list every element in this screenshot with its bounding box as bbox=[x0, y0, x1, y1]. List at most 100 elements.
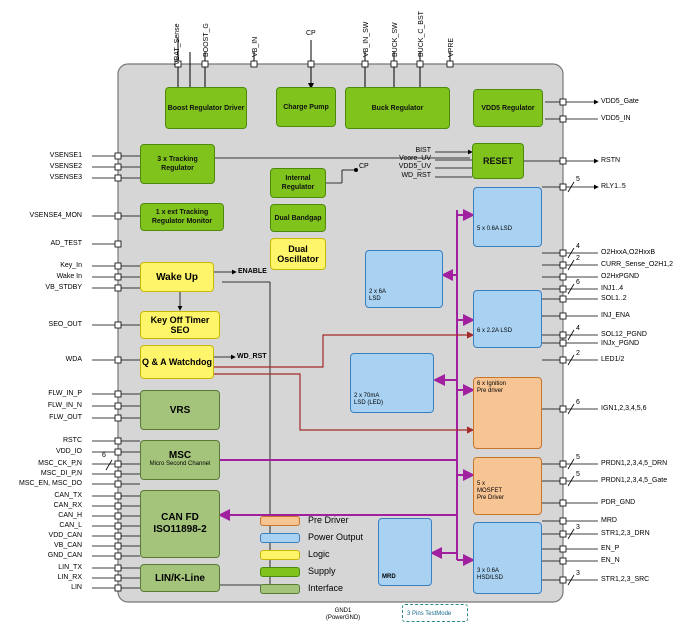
pin-pdr-gnd: PDR_GND bbox=[601, 499, 636, 506]
wake-up-block: Wake Up bbox=[140, 262, 214, 292]
pin-vsense1: VSENSE1 bbox=[49, 152, 82, 159]
pin-en-n: EN_N bbox=[601, 557, 620, 564]
pin-msc-en: MSC_EN, MSC_DO bbox=[18, 480, 82, 487]
pin-injx-pgnd: INJx_PGND bbox=[601, 340, 640, 347]
pin-buck-sw: BUCK_SW bbox=[392, 22, 399, 57]
gnd1-pin-label: GND1 (PowerGND) bbox=[325, 608, 361, 621]
pin-vpre: VPRE bbox=[448, 37, 455, 57]
tracking-regulator-block: 3 x Tracking Regulator bbox=[140, 144, 215, 184]
legend-swatch-power-output bbox=[260, 533, 300, 543]
bus-count-o2h-b: 2 bbox=[576, 255, 580, 262]
hsd-lsd-block bbox=[473, 522, 542, 594]
pin-str-drn: STR1,2,3_DRN bbox=[601, 530, 650, 537]
enable-label: ENABLE bbox=[238, 268, 267, 275]
vdd5-regulator-label: VDD5 Regulator bbox=[481, 104, 535, 112]
bus-count-ign: 6 bbox=[576, 399, 580, 406]
pin-vb-can: VB_CAN bbox=[53, 542, 82, 549]
lsd-5x-block bbox=[473, 187, 542, 247]
bus-count-o2h-a: 4 bbox=[576, 243, 580, 250]
pin-str-src: STR1,2,3_SRC bbox=[601, 576, 650, 583]
pin-mrd: MRD bbox=[601, 517, 617, 524]
pin-inj-ena: INJ_ENA bbox=[601, 312, 630, 319]
bus-count-sol: 4 bbox=[576, 325, 580, 332]
pin-vsense3: VSENSE3 bbox=[49, 174, 82, 181]
legend-label-interface: Interface bbox=[308, 583, 344, 593]
key-off-timer-label: Key Off Timer SEO bbox=[150, 315, 210, 335]
pin-lin-rx: LIN_RX bbox=[57, 574, 82, 581]
reset-in-wd-rst: WD_RST bbox=[401, 172, 431, 179]
pin-vdd-io: VDD_IO bbox=[55, 448, 82, 455]
pin-prdn-gate: PRDN1,2,3,4,5_Gate bbox=[601, 477, 668, 484]
lin-block: LIN/K-Line bbox=[140, 564, 220, 592]
dual-oscillator-block: Dual Oscillator bbox=[270, 238, 326, 270]
lsd-2x6-label: 2 x 6A LSD bbox=[369, 289, 386, 302]
vrs-block: VRS bbox=[140, 390, 220, 430]
bus-count-inj: 6 bbox=[576, 279, 580, 286]
mosfet-pre-driver-block bbox=[473, 457, 542, 515]
pin-lin: LIN bbox=[71, 584, 82, 591]
pin-en-p: EN_P bbox=[601, 545, 620, 552]
lsd-5x-label: 5 x 0.6A LSD bbox=[477, 226, 513, 232]
buck-regulator-block: Buck Regulator bbox=[345, 87, 450, 129]
lsd-led-label: 2 x 70mA LSD (LED) bbox=[354, 393, 384, 406]
pin-flw-in-n: FLW_IN_N bbox=[47, 402, 82, 409]
pin-buck-c-bst: BUCK_C_BST bbox=[418, 11, 425, 57]
pin-rstc: RSTC bbox=[62, 437, 82, 444]
internal-regulator-label: Internal Regulator bbox=[281, 175, 315, 191]
wake-up-label: Wake Up bbox=[156, 271, 198, 283]
reset-block: RESET bbox=[472, 143, 524, 179]
msc-block: MSC Micro Second Channel bbox=[140, 440, 220, 480]
legend-swatch-pre-driver bbox=[260, 516, 300, 526]
legend-swatch-logic bbox=[260, 550, 300, 560]
bus-count-str-drn: 3 bbox=[576, 524, 580, 531]
ignition-pre-driver-block bbox=[473, 377, 542, 449]
dual-oscillator-label: Dual Oscillator bbox=[277, 244, 319, 264]
buck-regulator-label: Buck Regulator bbox=[371, 104, 424, 112]
pin-vdd-can: VDD_CAN bbox=[48, 532, 82, 539]
bus-count-prdn-drn: 5 bbox=[576, 454, 580, 461]
legend-label-power-output: Power Output bbox=[308, 532, 364, 542]
vrs-label: VRS bbox=[169, 404, 191, 416]
ignition-pre-driver-label: 6 x Ignition Pre driver bbox=[477, 381, 507, 394]
pin-prdn-drn: PRDN1,2,3,4,5_DRN bbox=[601, 460, 668, 467]
cp-label: CP bbox=[359, 163, 369, 170]
legend-label-supply: Supply bbox=[308, 566, 336, 576]
pin-can-rx: CAN_RX bbox=[53, 502, 82, 509]
bus-count-prdn-gate: 5 bbox=[576, 471, 580, 478]
pin-can-l: CAN_L bbox=[59, 522, 82, 529]
boost-regulator-block: Boost Regulator Driver bbox=[165, 87, 247, 129]
pin-sol12-pgnd: SOL12_PGND bbox=[601, 331, 647, 338]
pin-boost-g: BOOST_G bbox=[203, 23, 210, 57]
pin-seo-out: SEO_OUT bbox=[48, 321, 82, 328]
legend-label-logic: Logic bbox=[308, 549, 330, 559]
dual-bandgap-label: Dual Bandgap bbox=[274, 214, 322, 222]
mrd-block bbox=[378, 518, 432, 586]
testmode-box bbox=[402, 604, 468, 622]
pin-vdd5-gate: VDD5_Gate bbox=[601, 98, 639, 105]
pin-vsense2: VSENSE2 bbox=[49, 163, 82, 170]
pin-curr-sense: CURR_Sense_O2H1,2 bbox=[601, 261, 673, 268]
pin-wda: WDA bbox=[65, 356, 82, 363]
pin-gnd-can: GND_CAN bbox=[47, 552, 82, 559]
vdd5-regulator-block: VDD5 Regulator bbox=[473, 89, 543, 127]
pin-rly: RLY1..5 bbox=[601, 183, 626, 190]
pin-cp-top: CP bbox=[306, 30, 316, 37]
pin-wake-in: Wake In bbox=[56, 273, 82, 280]
pin-vb-stdby: VB_STDBY bbox=[45, 284, 82, 291]
legend-swatch-interface bbox=[260, 584, 300, 594]
wd-rst-label: WD_RST bbox=[237, 353, 267, 360]
lsd-6x22-block bbox=[473, 290, 542, 348]
bus-count-rly: 5 bbox=[576, 176, 580, 183]
lsd-led-block bbox=[350, 353, 434, 413]
bus-count-str-src: 3 bbox=[576, 570, 580, 577]
lin-label: LIN/K-Line bbox=[155, 572, 205, 584]
internal-regulator-block: Internal Regulator bbox=[270, 168, 326, 198]
bus-count-led: 2 bbox=[576, 350, 580, 357]
pin-key-in: Key_In bbox=[60, 262, 82, 269]
key-off-timer-block: Key Off Timer SEO bbox=[140, 311, 220, 339]
lsd-2x6-block bbox=[365, 250, 443, 308]
pin-flw-out: FLW_OUT bbox=[49, 414, 82, 421]
ext-tracking-monitor-label: 1 x ext Tracking Regulator Monitor bbox=[151, 209, 213, 225]
qa-watchdog-block: Q & A Watchdog bbox=[140, 345, 214, 379]
